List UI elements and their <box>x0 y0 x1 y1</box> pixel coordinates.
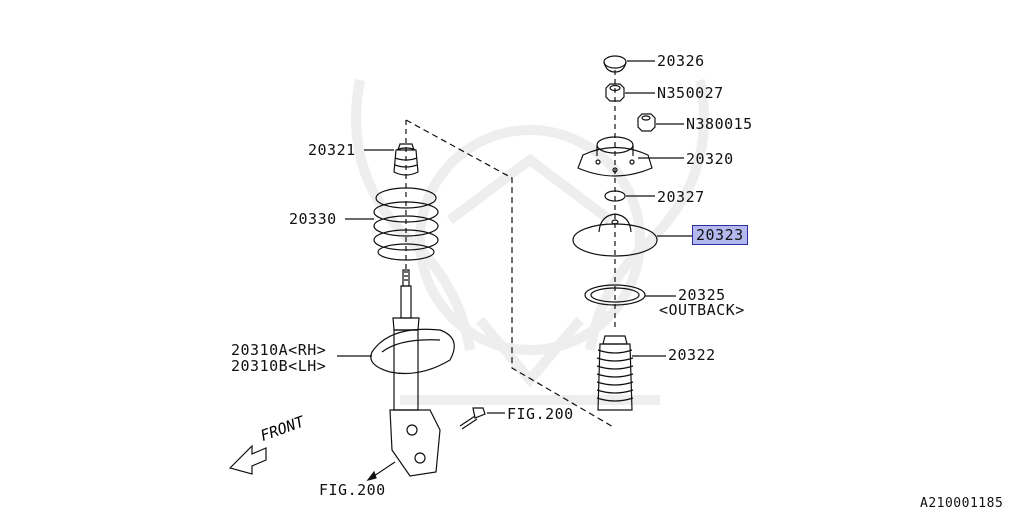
callout-20310b-lh[interactable]: 20310B<LH> <box>231 357 327 375</box>
callout-20323-highlighted[interactable]: 20323 <box>692 225 748 245</box>
callout-20320[interactable]: 20320 <box>686 150 734 168</box>
callout-20321[interactable]: 20321 <box>308 141 356 159</box>
part-n380015-nut <box>637 113 656 132</box>
part-bolt <box>459 407 486 430</box>
watermark-emblem <box>351 79 709 405</box>
part-20325-ring <box>584 284 646 306</box>
callout-20310a-rh[interactable]: 20310A<RH> <box>231 341 327 359</box>
part-20327-washer <box>604 190 626 202</box>
part-20323-spring-seat <box>572 213 658 257</box>
callout-20327[interactable]: 20327 <box>657 188 705 206</box>
callout-20322[interactable]: 20322 <box>668 346 716 364</box>
part-20320-strut-mount <box>577 136 653 177</box>
callout-20326[interactable]: 20326 <box>657 52 705 70</box>
callout-20330[interactable]: 20330 <box>289 210 337 228</box>
part-20326-cap <box>603 55 627 73</box>
part-20322-dust-boot <box>596 335 634 411</box>
callout-20325[interactable]: 20325 <box>678 286 726 304</box>
part-20321-bump-stop <box>393 143 419 176</box>
callout-fig200-bottom[interactable]: FIG.200 <box>319 481 386 499</box>
callout-outback-note: <OUTBACK> <box>659 301 745 319</box>
part-20330-coil-spring <box>373 187 439 261</box>
diagram-id: A210001185 <box>920 496 1004 511</box>
callout-n380015[interactable]: N380015 <box>686 115 753 133</box>
front-direction-arrow-icon <box>228 444 267 475</box>
callout-fig200-bolt[interactable]: FIG.200 <box>507 405 574 423</box>
part-20310-strut <box>370 269 455 477</box>
callout-n350027[interactable]: N350027 <box>657 84 724 102</box>
dashed-guide-top <box>405 119 616 429</box>
part-n350027-nut <box>605 83 625 102</box>
